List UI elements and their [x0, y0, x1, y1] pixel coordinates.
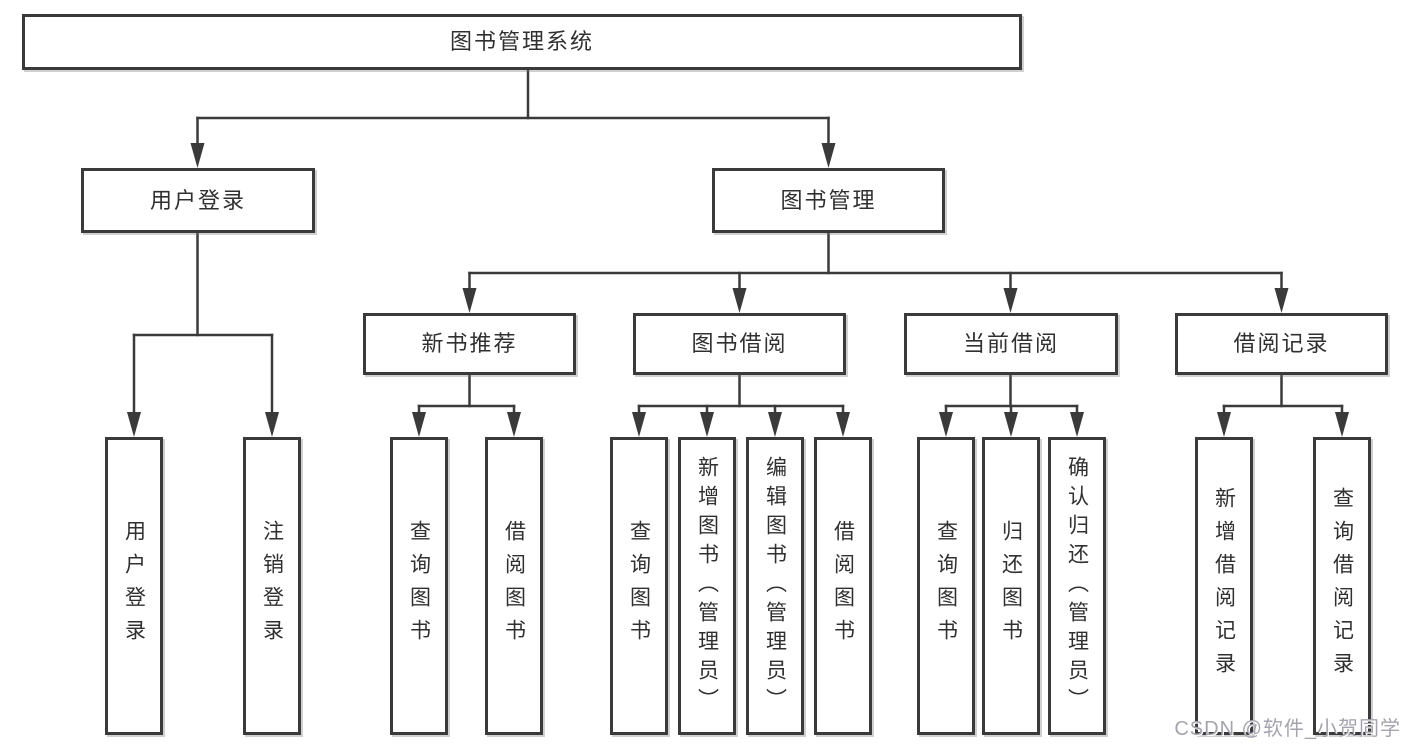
node-label: 当前借阅 [962, 331, 1059, 356]
node-label: 用户登录 [122, 520, 146, 652]
node-label: 借阅图书 [502, 520, 526, 652]
node-label: 图书借阅 [691, 331, 788, 356]
node-label: 查询借阅记录 [1330, 487, 1354, 685]
node-current-borrowing: 当前借阅 [904, 313, 1118, 375]
node-user-login: 用户登录 [81, 168, 315, 233]
node-label: 编辑图书（管理员） [763, 455, 787, 717]
node-leaf-add-borrow-rec: 新增借阅记录 [1195, 437, 1253, 735]
node-label: 查询图书 [934, 520, 958, 652]
node-leaf-borrow-books-2: 借阅图书 [814, 437, 872, 735]
node-label: 确认归还（管理员） [1065, 455, 1089, 717]
node-library-system: 图书管理系统 [22, 14, 1022, 70]
node-leaf-user-login: 用户登录 [105, 437, 163, 735]
node-leaf-query-borrow-rec: 查询借阅记录 [1313, 437, 1371, 735]
node-label: 查询图书 [627, 520, 651, 652]
node-label: 图书管理 [780, 187, 877, 213]
node-label: 查询图书 [407, 520, 431, 652]
node-label: 借阅图书 [831, 520, 855, 652]
node-label: 图书管理系统 [449, 29, 594, 54]
node-label: 新书推荐 [421, 331, 518, 356]
node-label: 注销登录 [260, 520, 284, 652]
node-borrowing-records: 借阅记录 [1175, 313, 1388, 375]
node-leaf-edit-books-admin: 编辑图书（管理员） [746, 437, 804, 735]
node-leaf-return-books: 归还图书 [982, 437, 1040, 735]
node-label: 归还图书 [999, 520, 1023, 652]
node-label: 用户登录 [149, 187, 246, 213]
csdn-watermark: CSDN @软件_小贺同学 [1174, 718, 1401, 740]
node-label: 借阅记录 [1233, 331, 1330, 356]
node-label: 新增借阅记录 [1212, 487, 1236, 685]
node-book-management: 图书管理 [712, 168, 945, 233]
node-leaf-query-books-2: 查询图书 [610, 437, 668, 735]
node-leaf-confirm-return: 确认归还（管理员） [1048, 437, 1106, 735]
node-label: 新增图书（管理员） [695, 455, 719, 717]
node-leaf-logout-login: 注销登录 [243, 437, 301, 735]
node-leaf-query-books-3: 查询图书 [917, 437, 975, 735]
node-leaf-borrow-books-1: 借阅图书 [485, 437, 543, 735]
node-leaf-add-books-admin: 新增图书（管理员） [678, 437, 736, 735]
node-new-book-recommend: 新书推荐 [363, 313, 576, 375]
node-leaf-query-books-1: 查询图书 [390, 437, 448, 735]
node-book-borrowing: 图书借阅 [633, 313, 846, 375]
